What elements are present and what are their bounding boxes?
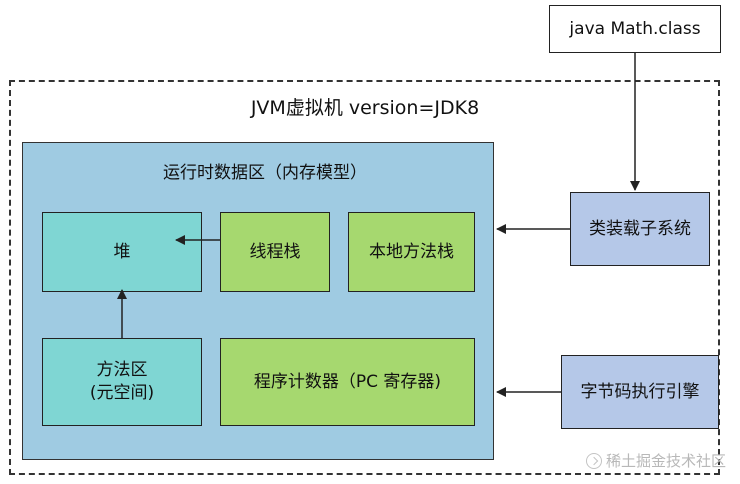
runtime-title: 运行时数据区（内存模型） xyxy=(163,163,367,183)
method-area-box: 方法区 (元空间) xyxy=(42,338,202,426)
class-loader-label: 类装载子系统 xyxy=(589,218,691,239)
method-area-label: 方法区 xyxy=(96,360,148,381)
class-file-box: java Math.class xyxy=(549,5,721,53)
jvm-boundary xyxy=(9,80,720,475)
program-counter-box: 程序计数器（PC 寄存器) xyxy=(220,338,475,426)
execution-engine-box: 字节码执行引擎 xyxy=(561,355,719,429)
juejin-logo-icon xyxy=(585,452,602,469)
native-method-stack-box: 本地方法栈 xyxy=(348,212,475,292)
class-loader-box: 类装载子系统 xyxy=(570,192,710,266)
watermark-text: 稀土掘金技术社区 xyxy=(605,452,726,470)
program-counter-label: 程序计数器（PC 寄存器) xyxy=(253,371,442,392)
thread-stack-label: 线程栈 xyxy=(249,241,301,262)
native-method-stack-label: 本地方法栈 xyxy=(369,241,454,262)
jvm-title: JVM虚拟机 version=JDK8 xyxy=(250,97,480,119)
class-file-label: java Math.class xyxy=(569,18,701,39)
heap-box: 堆 xyxy=(42,212,202,292)
execution-engine-label: 字节码执行引擎 xyxy=(580,381,700,402)
method-area-sublabel: (元空间) xyxy=(89,383,155,403)
watermark: 稀土掘金技术社区 xyxy=(585,450,726,471)
heap-label: 堆 xyxy=(113,241,131,262)
thread-stack-box: 线程栈 xyxy=(220,212,330,292)
